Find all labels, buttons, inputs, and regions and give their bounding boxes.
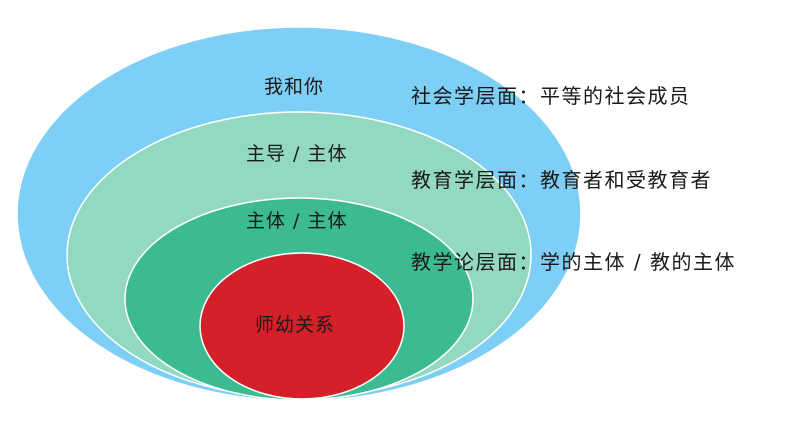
layer-label-education: 主导 / 主体	[246, 143, 348, 165]
layer-label-core: 师幼关系	[255, 314, 336, 336]
note-sociology-level: 社会学层面：平等的社会成员	[411, 84, 691, 108]
layer-label-social: 我和你	[264, 76, 325, 98]
layer-label-teaching: 主体 / 主体	[246, 210, 348, 232]
note-pedagogy-level: 教育学层面：教育者和受教育者	[411, 168, 712, 192]
note-didactics-level: 教学论层面：学的主体 / 教的主体	[411, 250, 736, 274]
ellipse-core-relation	[199, 252, 405, 400]
